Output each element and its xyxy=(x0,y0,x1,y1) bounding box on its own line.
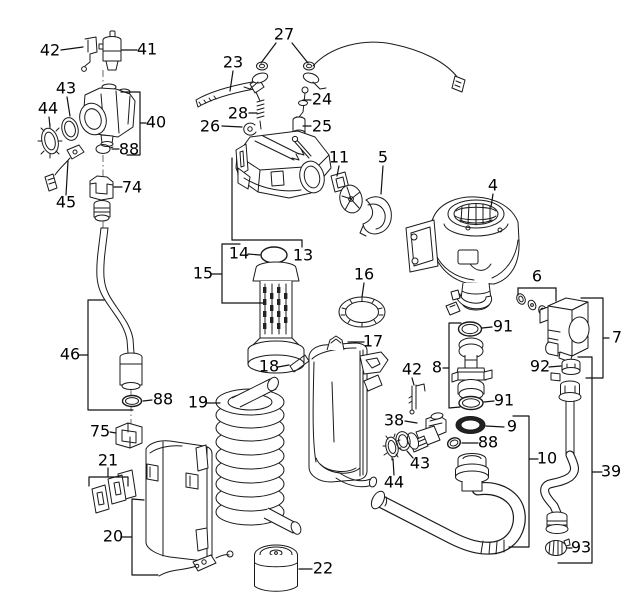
tank-outlet-pipe xyxy=(335,471,378,488)
canister-22 xyxy=(254,544,298,592)
o-ring-14 xyxy=(260,246,288,264)
flange-gasket-16 xyxy=(338,296,386,328)
part-label-28: 28 xyxy=(228,104,248,123)
clip-75 xyxy=(115,422,143,449)
part-label-91a: 91 xyxy=(493,317,513,336)
part-label-45: 45 xyxy=(56,193,76,212)
part-label-17: 17 xyxy=(363,332,383,351)
part-label-7: 7 xyxy=(612,328,622,347)
nut-92 xyxy=(561,358,581,375)
tank-shell-20 xyxy=(145,440,213,562)
part-label-46: 46 xyxy=(60,345,80,364)
motor-cartridge-41 xyxy=(98,30,122,71)
part-label-42b: 42 xyxy=(402,360,422,379)
threaded-fitting-below-74 xyxy=(93,200,111,230)
sensor-electrode-24 xyxy=(298,86,309,118)
part-label-92: 92 xyxy=(530,357,550,376)
part-label-21: 21 xyxy=(98,451,118,470)
water-pipe-46 xyxy=(96,227,143,425)
part-label-15: 15 xyxy=(193,264,213,283)
part-label-16: 16 xyxy=(354,265,374,284)
tank-17 xyxy=(308,335,389,483)
part-label-88a: 88 xyxy=(119,140,139,159)
o-ring-43-right xyxy=(395,431,411,451)
fan-outlet-elbow xyxy=(445,289,493,316)
venturi-8 xyxy=(451,337,493,400)
clip-pin-42b xyxy=(408,383,426,415)
part-label-18: 18 xyxy=(259,357,279,376)
pipe-stub-18 xyxy=(289,354,310,373)
part-label-20: 20 xyxy=(103,527,123,546)
toothed-flange-44-right xyxy=(382,433,402,461)
hose-top-fitting xyxy=(455,453,489,492)
part-label-93: 93 xyxy=(571,538,591,557)
toothed-flange-44-left xyxy=(37,123,63,159)
sensor-45 xyxy=(44,144,85,192)
part-label-74: 74 xyxy=(122,178,142,197)
o-ring-91-bottom xyxy=(458,395,484,411)
burner-slots xyxy=(263,283,288,335)
electrode-27-right xyxy=(302,61,327,90)
part-label-39: 39 xyxy=(601,462,621,481)
pipe-clamp-74 xyxy=(89,155,114,201)
electrode-27-left xyxy=(243,61,269,90)
part-label-19: 19 xyxy=(188,393,208,412)
o-ring-88-left xyxy=(121,394,143,408)
part-label-40: 40 xyxy=(146,113,166,132)
part-label-5: 5 xyxy=(378,148,388,167)
leader-lines xyxy=(48,42,610,576)
pump-valve-body-40 xyxy=(79,70,136,147)
part-label-9: 9 xyxy=(507,417,517,436)
part-label-4: 4 xyxy=(488,176,498,195)
hose-corrugation xyxy=(480,539,505,555)
burner-box-13 xyxy=(235,130,332,199)
clamp-93 xyxy=(545,538,571,556)
part-label-22: 22 xyxy=(313,559,333,578)
o-ring-91-top xyxy=(457,321,483,337)
cover-shell-5 xyxy=(359,196,392,237)
fan-wheel-insert xyxy=(339,184,363,214)
part-label-43b: 43 xyxy=(410,454,430,473)
part-label-44a: 44 xyxy=(38,99,58,118)
tank-bottom-sensor-20 xyxy=(158,550,234,577)
part-label-88c: 88 xyxy=(478,433,498,452)
part-label-14: 14 xyxy=(229,244,249,263)
part-label-27: 27 xyxy=(274,25,294,44)
part-label-11: 11 xyxy=(329,148,349,167)
c-clip-26 xyxy=(243,122,257,136)
flue-hose-10 xyxy=(370,482,526,555)
part-label-8: 8 xyxy=(432,358,442,377)
part-label-41: 41 xyxy=(137,40,157,59)
fan-grille xyxy=(454,203,497,226)
part-label-44b: 44 xyxy=(384,473,404,492)
part-label-88b: 88 xyxy=(153,390,173,409)
gasket-ring-9 xyxy=(455,416,486,434)
part-label-75: 75 xyxy=(90,422,110,441)
part-label-10: 10 xyxy=(537,449,557,468)
part-label-43a: 43 xyxy=(56,79,76,98)
electrode-wire-27 xyxy=(312,41,466,93)
part-label-42a: 42 xyxy=(40,41,60,60)
burner-tube-15 xyxy=(247,261,305,374)
part-label-38: 38 xyxy=(384,411,404,430)
part-label-23: 23 xyxy=(223,53,243,72)
o-ring-43-left xyxy=(61,117,79,141)
fan-assembly-4 xyxy=(405,196,520,311)
part-label-13: 13 xyxy=(293,246,313,265)
part-label-26: 26 xyxy=(200,117,220,136)
bracket-clip-42 xyxy=(81,36,98,72)
o-ring-88-right xyxy=(446,437,462,449)
part-label-6: 6 xyxy=(532,267,542,286)
part-label-91b: 91 xyxy=(494,391,514,410)
part-label-25: 25 xyxy=(312,117,332,136)
o-ring-88-top xyxy=(95,144,114,154)
bypass-valve-38 xyxy=(406,412,447,453)
gas-pipe-39 xyxy=(540,380,582,534)
gas-valve-7 xyxy=(539,297,590,382)
heat-exchanger-coil-19 xyxy=(215,376,302,535)
part-label-24: 24 xyxy=(312,90,332,109)
